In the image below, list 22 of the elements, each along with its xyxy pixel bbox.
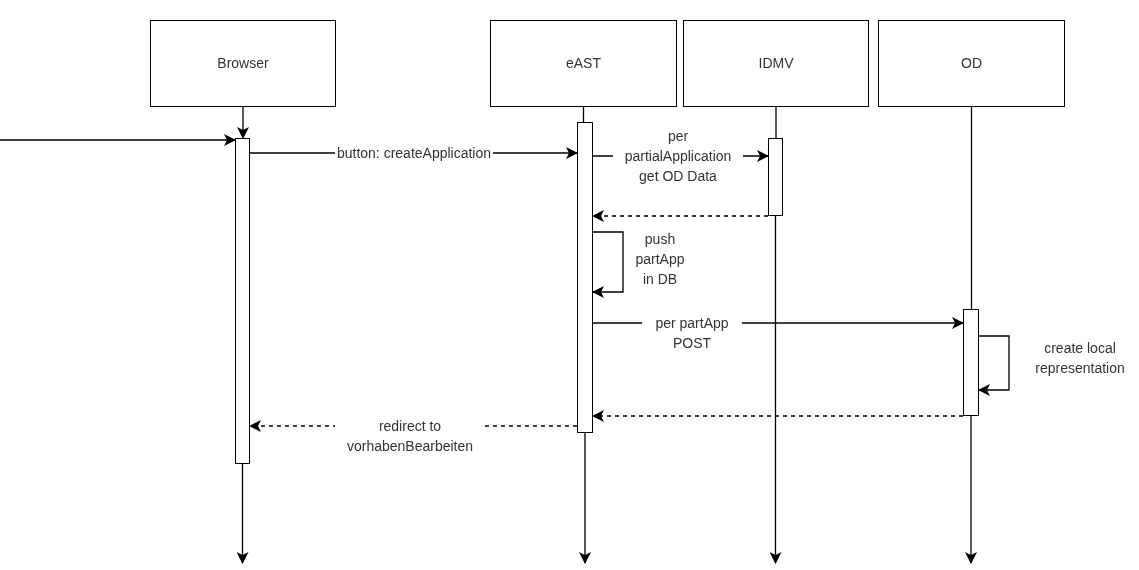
participant-name: OD [961,54,982,73]
activation-bar [577,122,593,433]
participant-box [878,20,1065,107]
message-arrow [592,231,624,298]
lifeline-arrow [965,415,977,564]
participant-box [683,20,869,107]
participant-box [150,20,336,107]
message-arrow [0,134,236,146]
lifeline-arrow [236,463,249,564]
participant-name: IDMV [758,54,794,73]
lifeline-arrow [769,215,782,564]
message-arrow [978,335,1010,396]
participant-box [490,20,677,107]
lifeline-arrow [579,432,591,564]
lifeline-arrow [237,106,249,139]
participant-name: eAST [566,54,601,73]
message-arrow [592,410,964,422]
activation-bar [235,138,250,464]
activation-bar [768,138,783,216]
message-arrow [592,210,769,222]
activation-bar [963,309,979,416]
participant-name: Browser [217,54,269,73]
